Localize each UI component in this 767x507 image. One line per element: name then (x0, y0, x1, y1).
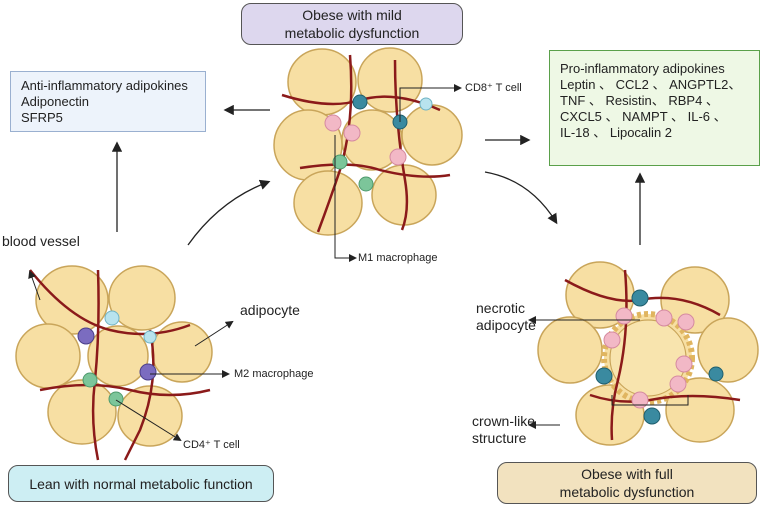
pro-inflammatory-box: Pro-inflammatory adipokines Leptin 、 CCL… (549, 50, 760, 166)
arrows (111, 104, 646, 246)
full-obesity-tissue (537, 261, 759, 446)
cd8-t-cell-label: CD8⁺ T cell (465, 82, 522, 94)
mild-title-line-2: metabolic dysfunction (284, 25, 420, 41)
mild-obesity-title-box: Obese with mild metabolic dysfunction (241, 3, 463, 45)
crown-label-line-1: crown-like (472, 413, 536, 429)
anti-box-item: Adiponectin (21, 94, 89, 109)
necrotic-adipocyte-label: necrotic adipocyte (476, 300, 536, 334)
lean-tissue (15, 265, 213, 461)
immune-cells (324, 94, 433, 192)
leader-lines (28, 84, 689, 442)
necrotic-label-line-1: necrotic (476, 300, 526, 316)
pro-box-item: CXCL5 、 NAMPT 、 IL-6 、 (560, 109, 727, 124)
pro-box-item: IL-18 、 Lipocalin 2 (560, 125, 673, 140)
crown-label-line-2: structure (472, 430, 527, 446)
m1-macrophage-label: M1 macrophage (358, 252, 438, 264)
anti-box-heading: Anti-inflammatory adipokines (21, 78, 188, 93)
mild-obesity-tissue (273, 47, 463, 236)
adipocyte-cells (273, 47, 463, 236)
pro-box-item: TNF 、 Resistin、 RBP4 、 (560, 93, 719, 108)
adipocyte-label: adipocyte (240, 302, 300, 318)
lean-title-box: Lean with normal metabolic function (8, 465, 274, 502)
cd4-t-cell-label: CD4⁺ T cell (183, 439, 240, 451)
full-title-line-2: metabolic dysfunction (559, 484, 695, 500)
necrotic-label-line-2: adipocyte (476, 317, 536, 333)
full-obesity-title-box: Obese with full metabolic dysfunction (497, 462, 757, 504)
crown-like-structure-label: crown-like structure (472, 413, 535, 447)
anti-box-item: SFRP5 (21, 110, 63, 125)
adipocyte-cells (15, 265, 213, 447)
mild-title-line-1: Obese with mild (302, 7, 402, 23)
full-title-line-1: Obese with full (581, 466, 673, 482)
m2-macrophage-label: M2 macrophage (234, 368, 314, 380)
pro-box-heading: Pro-inflammatory adipokines (560, 61, 725, 76)
blood-vessel-label: blood vessel (2, 233, 80, 249)
lean-title: Lean with normal metabolic function (29, 475, 253, 492)
anti-inflammatory-box: Anti-inflammatory adipokines Adiponectin… (10, 71, 206, 132)
pro-box-item: Leptin 、 CCL2 、 ANGPTL2、 (560, 77, 742, 92)
